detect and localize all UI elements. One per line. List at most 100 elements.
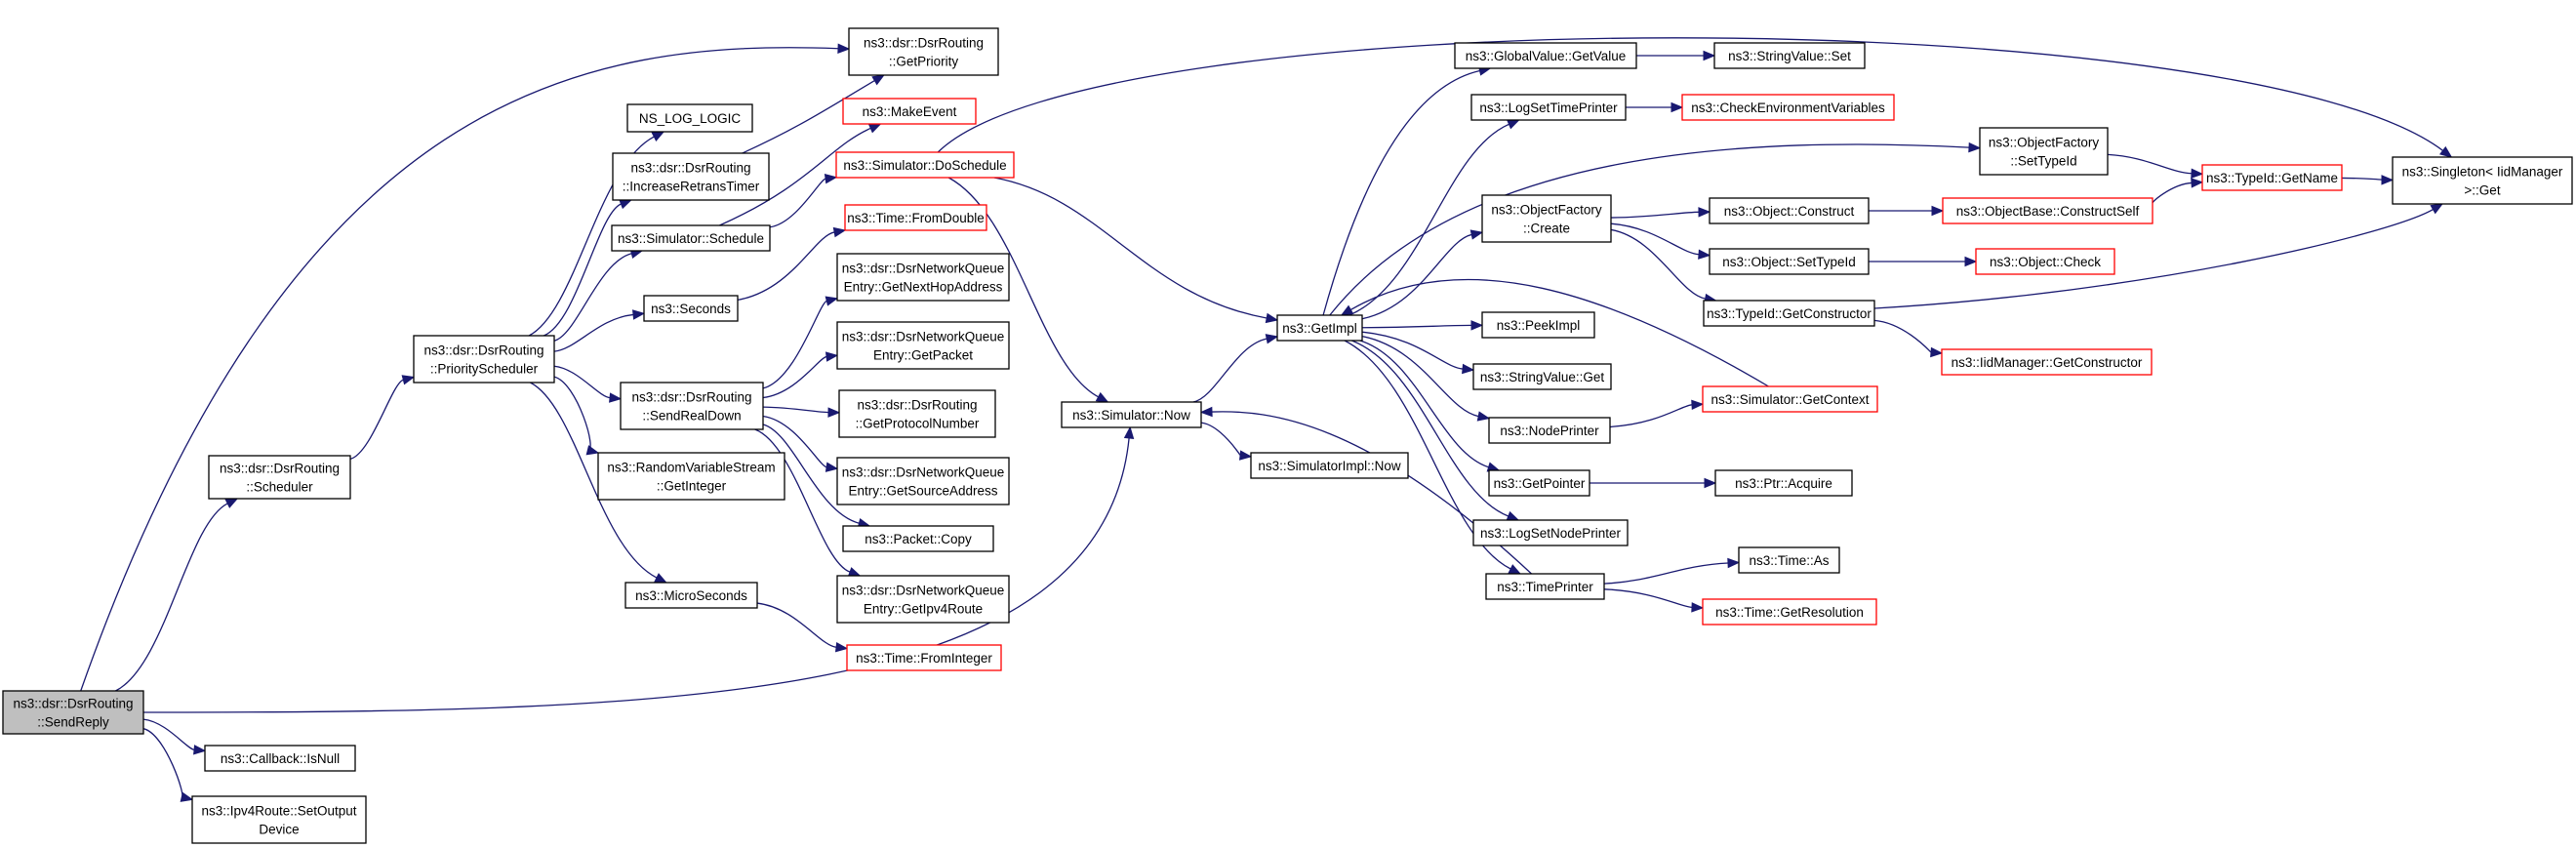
node-label: NS_LOG_LOGIC [639,111,742,126]
edge-line [719,127,871,226]
node-increaseRetrans[interactable]: ns3::dsr::DsrRouting::IncreaseRetransTim… [612,152,770,201]
node-doSchedule[interactable]: ns3::Simulator::DoSchedule [835,151,1015,179]
node-stringValueSet[interactable]: ns3::StringValue::Set [1713,42,1866,69]
node-box [208,455,351,500]
node-box [1472,519,1629,546]
node-simSchedule[interactable]: ns3::Simulator::Schedule [611,224,771,252]
node-seconds[interactable]: ns3::Seconds [643,295,739,322]
node-label: ns3::GetImpl [1282,321,1357,336]
node-label: ns3::Callback::IsNull [221,751,340,766]
node-sendRealDown[interactable]: ns3::dsr::DsrRouting::SendRealDown [620,382,764,430]
node-isNull[interactable]: ns3::Callback::IsNull [204,745,356,772]
edge-line [762,415,827,468]
node-peekImpl[interactable]: ns3::PeekImpl [1481,311,1595,339]
edge-logSetTimePrinter-to-checkEnv [1626,101,1684,113]
node-simNow[interactable]: ns3::Simulator::Now [1061,401,1202,428]
node-label: ns3::dsr::DsrRouting [423,343,543,358]
edge-line [1361,335,1479,418]
arrowhead-icon [837,43,851,54]
node-objConstruct[interactable]: ns3::Object::Construct [1709,197,1870,224]
node-fromInteger[interactable]: ns3::Time::FromInteger [846,644,1002,671]
node-stringValueGet[interactable]: ns3::StringValue::Get [1472,363,1612,390]
node-obConstructSelf[interactable]: ns3::ObjectBase::ConstructSelf [1942,197,2153,224]
edge-globalGetValue-to-stringValueSet [1636,50,1716,61]
node-getIpv4Route[interactable]: ns3::dsr::DsrNetworkQueueEntry::GetIpv4R… [836,575,1010,624]
edge-line [1329,143,1970,316]
node-objCheck[interactable]: ns3::Object::Check [1975,248,2115,275]
node-getPointer[interactable]: ns3::GetPointer [1488,469,1590,497]
node-simImplNow[interactable]: ns3::SimulatorImpl::Now [1250,452,1409,479]
edge-tidGetConstructor-to-iidGetConstructor [1873,319,1944,358]
arrowhead-icon [1470,320,1484,331]
node-globalGetValue[interactable]: ns3::GlobalValue::GetValue [1454,42,1637,69]
edge-line [553,253,632,342]
node-sendReply[interactable]: ns3::dsr::DsrRouting::SendReply [2,690,144,735]
edge-line [1359,340,1489,468]
node-box [842,525,994,552]
node-getPriority[interactable]: ns3::dsr::DsrRouting::GetPriority [848,27,999,76]
edge-line [1351,340,1509,517]
edge-line [756,602,837,648]
node-box [1481,311,1595,339]
node-timePrinter[interactable]: ns3::TimePrinter [1485,573,1605,600]
node-getImpl[interactable]: ns3::GetImpl [1276,314,1363,342]
node-label: ns3::dsr::DsrRouting [864,36,984,51]
node-simGetContext[interactable]: ns3::Simulator::GetContext [1702,385,1878,413]
node-fromDouble[interactable]: ns3::Time::FromDouble [844,204,987,231]
node-timeGetResolution[interactable]: ns3::Time::GetResolution [1702,598,1877,626]
node-ofCreate[interactable]: ns3::ObjectFactory::Create [1481,194,1612,243]
node-tidGetConstructor[interactable]: ns3::TypeId::GetConstructor [1703,300,1875,327]
node-nsLogLogic[interactable]: NS_LOG_LOGIC [626,103,753,133]
node-box [1485,573,1605,600]
arrowhead-icon [2191,168,2204,179]
node-checkEnv[interactable]: ns3::CheckEnvironmentVariables [1681,94,1895,121]
node-box [1061,401,1202,428]
node-ptrAcquire[interactable]: ns3::Ptr::Acquire [1714,469,1853,497]
node-timeAs[interactable]: ns3::Time::As [1738,546,1840,574]
edge-seconds-to-fromDouble [737,226,847,302]
node-rvsGetInteger[interactable]: ns3::RandomVariableStream::GetInteger [597,452,785,501]
node-label: ::Create [1523,222,1570,236]
edge-obConstructSelf-to-tidGetName [2152,178,2204,205]
node-makeEvent[interactable]: ns3::MakeEvent [842,98,977,125]
edge-line [1603,562,1729,585]
node-nodePrinter[interactable]: ns3::NodePrinter [1488,417,1611,444]
node-priorityScheduler[interactable]: ns3::dsr::DsrRouting::PriorityScheduler [413,335,555,384]
edge-line [349,379,404,461]
node-getSourceAddress[interactable]: ns3::dsr::DsrNetworkQueueEntry::GetSourc… [836,457,1010,505]
node-iidGetConstructor[interactable]: ns3::IidManager::GetConstructor [1941,348,2153,376]
node-logSetNodePrinter[interactable]: ns3::LogSetNodePrinter [1472,519,1629,546]
edge-line [1361,324,1472,329]
node-getProtocolNumber[interactable]: ns3::dsr::DsrRouting::GetProtocolNumber [838,389,996,438]
node-ofSetTypeId[interactable]: ns3::ObjectFactory::SetTypeId [1979,127,2109,176]
edge-line [1603,588,1693,609]
edge-line [142,437,1130,713]
edge-line [769,178,826,228]
node-microSeconds[interactable]: ns3::MicroSeconds [624,582,758,609]
node-label: ns3::LogSetNodePrinter [1480,526,1622,541]
node-box [1488,469,1590,497]
node-label: ns3::RandomVariableStream [607,461,775,475]
edge-line [937,37,2443,153]
edge-line [553,313,634,352]
node-label: ns3::Ipv4Route::SetOutput [201,804,356,819]
node-tidGetName[interactable]: ns3::TypeId::GetName [2201,164,2343,191]
arrowhead-icon [867,123,882,134]
arrowhead-icon [825,462,839,472]
node-packetCopy[interactable]: ns3::Packet::Copy [842,525,994,552]
edge-nodePrinter-to-simGetContext [1609,399,1705,428]
node-singletonGet[interactable]: ns3::Singleton< IidManager >::Get [2392,156,2573,205]
node-getPacket[interactable]: ns3::dsr::DsrNetworkQueueEntry::GetPacke… [836,321,1010,370]
node-box [2392,156,2573,205]
node-box [626,103,753,133]
node-logSetTimePrinter[interactable]: ns3::LogSetTimePrinter [1470,94,1627,121]
node-objSetTypeId[interactable]: ns3::Object::SetTypeId [1709,248,1870,275]
arrowhead-icon [180,791,194,802]
arrowhead-icon [834,642,849,653]
node-getNextHop[interactable]: ns3::dsr::DsrNetworkQueueEntry::GetNextH… [836,253,1010,302]
edge-line [2152,182,2193,205]
node-scheduler[interactable]: ns3::dsr::DsrRouting::Scheduler [208,455,351,500]
node-label: ns3::LogSetTimePrinter [1479,101,1618,115]
edge-line [742,80,875,154]
